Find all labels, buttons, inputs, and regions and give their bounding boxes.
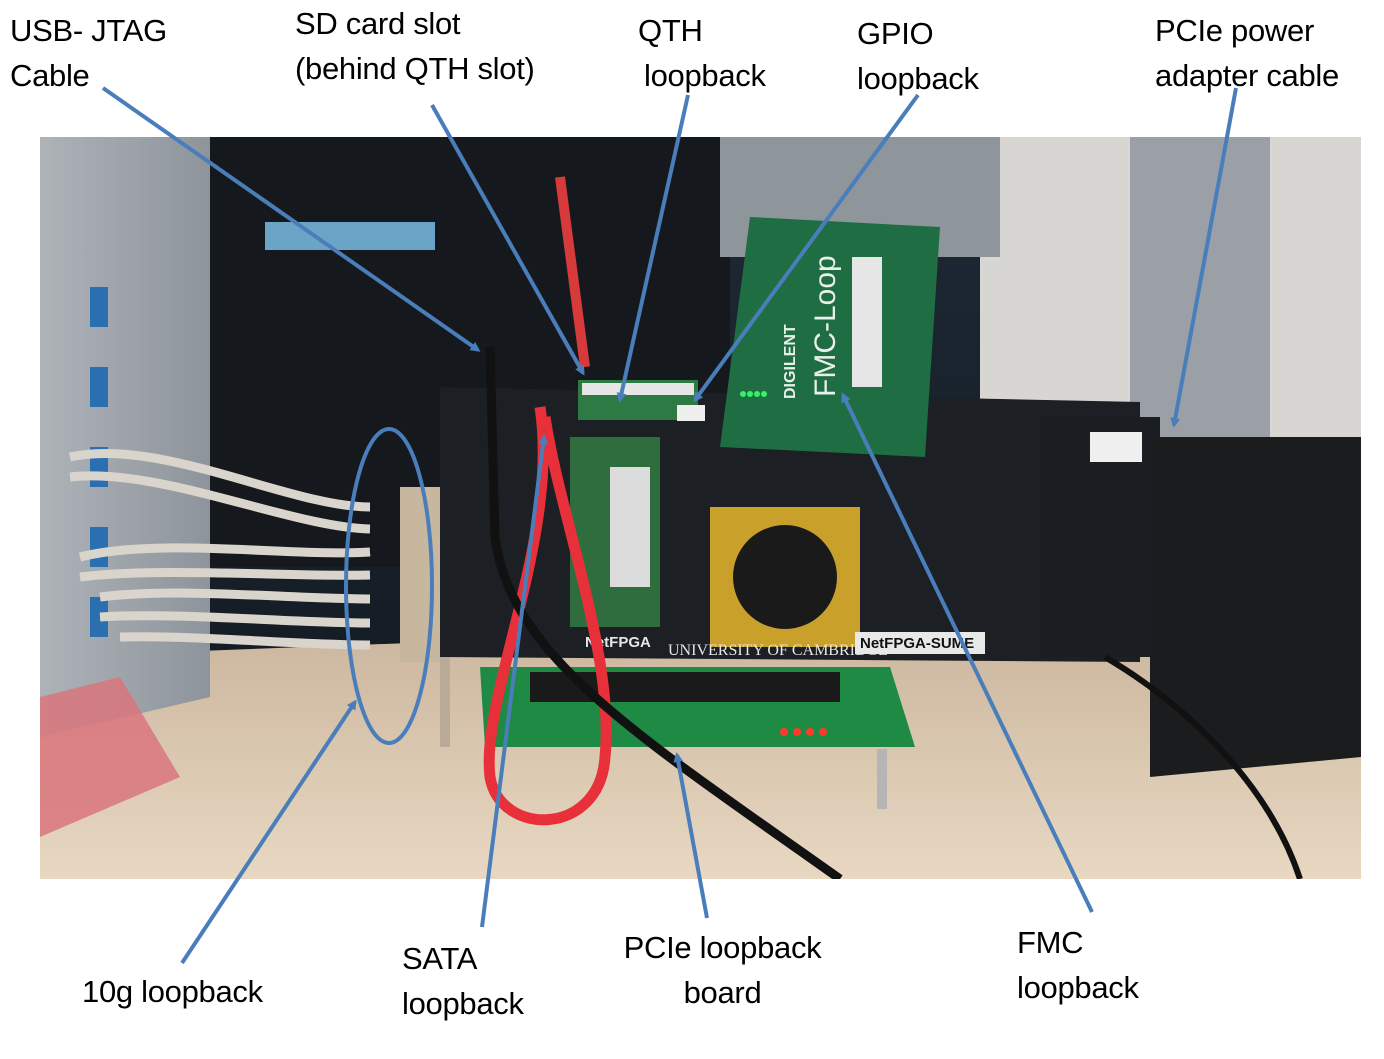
- fiber-cables: [69, 448, 371, 650]
- label-usb-jtag: USB- JTAG Cable: [10, 8, 167, 98]
- label-sd-card-line2: (behind QTH slot): [295, 51, 535, 86]
- power-cable: [1103, 654, 1303, 879]
- label-usb-jtag-line2: Cable: [10, 58, 90, 93]
- fmc-barcode-sticker: [852, 257, 882, 387]
- pcie-power-connector: [1090, 432, 1142, 462]
- label-sata: SATA loopback: [402, 936, 524, 1026]
- cooling-fan: [733, 525, 837, 629]
- label-usb-jtag-line1: USB- JTAG: [10, 13, 167, 48]
- label-gpio-line1: GPIO: [857, 16, 934, 51]
- standoff-leg: [877, 749, 887, 809]
- label-pcie-power-line1: PCIe power: [1155, 13, 1314, 48]
- label-qth: QTH loopback: [638, 8, 766, 98]
- label-qth-line2: loopback: [644, 58, 766, 93]
- bubble-wrap: [40, 677, 180, 837]
- pc-case-left: [40, 137, 210, 737]
- label-pcie-power-line2: adapter cable: [1155, 58, 1339, 93]
- qth-label-sticker: [582, 383, 694, 395]
- memory-sticker: [610, 467, 650, 587]
- label-qth-line1: QTH: [638, 13, 703, 48]
- label-fmc-line2: loopback: [1017, 970, 1139, 1005]
- label-sd-card: SD card slot (behind QTH slot): [295, 1, 535, 91]
- photo-scene: FMC-Loop DIGILENT UNIVERSITY OF CAMBRIDG…: [40, 137, 1361, 879]
- label-pcie-power: PCIe power adapter cable: [1155, 8, 1339, 98]
- university-text: UNIVERSITY OF CAMBRIDGE: [668, 642, 888, 659]
- power-supply: [1150, 437, 1361, 777]
- label-fmc-line1: FMC: [1017, 925, 1084, 960]
- label-fmc: FMC loopback: [1017, 920, 1139, 1010]
- netfpga-right-text: NetFPGA-SUME: [860, 635, 974, 652]
- label-pcie-board-line2: board: [683, 975, 762, 1010]
- fmc-board-name: FMC-Loop: [809, 255, 842, 397]
- gpu-shroud: [265, 222, 435, 250]
- label-gpio-line2: loopback: [857, 61, 979, 96]
- label-sata-line1: SATA: [402, 941, 478, 976]
- sfp-ports: [400, 487, 445, 662]
- label-pcie-board: PCIe loopback board: [615, 925, 830, 1015]
- label-pcie-board-line1: PCIe loopback: [623, 930, 822, 965]
- setup-photo: FMC-Loop DIGILENT UNIVERSITY OF CAMBRIDG…: [40, 137, 1361, 879]
- label-gpio: GPIO loopback: [857, 11, 979, 101]
- label-sd-card-line1: SD card slot: [295, 6, 461, 41]
- gpio-connector: [677, 405, 705, 421]
- fmc-board-brand: DIGILENT: [782, 324, 799, 399]
- label-10g-line1: 10g loopback: [82, 974, 263, 1009]
- pc-tower-right: [1130, 137, 1270, 437]
- pcie-board-leds: [780, 728, 827, 736]
- label-10g: 10g loopback: [82, 969, 263, 1014]
- label-sata-line2: loopback: [402, 986, 524, 1021]
